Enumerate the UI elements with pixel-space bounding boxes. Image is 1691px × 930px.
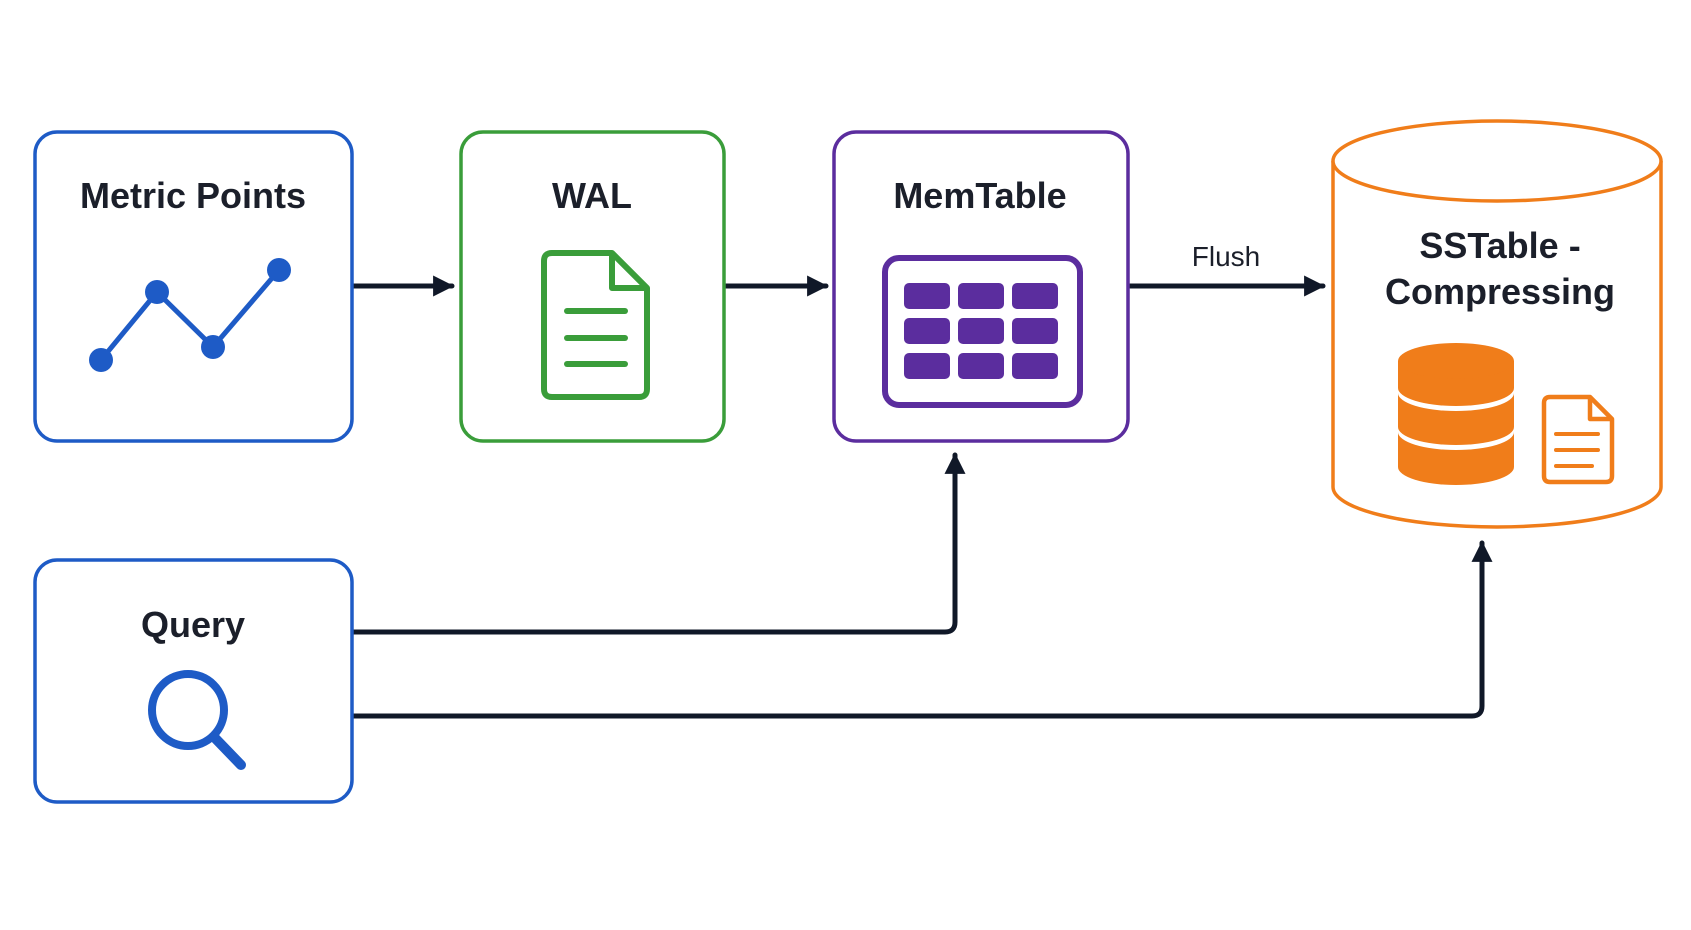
wal-title: WAL — [552, 175, 632, 216]
edge-label-flush: Flush — [1192, 241, 1260, 272]
query-box — [33, 558, 354, 804]
search-icon — [148, 670, 246, 770]
sstable-title-line2: Compressing — [1385, 271, 1615, 312]
document-icon — [541, 250, 650, 400]
memtable-title: MemTable — [893, 175, 1066, 216]
node-query: Query — [33, 558, 354, 804]
line-chart-icon — [89, 258, 291, 372]
node-memtable: MemTable — [832, 130, 1130, 443]
node-sstable: SSTable - Compressing — [1331, 119, 1663, 529]
edge-query-to-sstable — [350, 540, 1493, 719]
sstable-title-line1: SSTable - — [1419, 225, 1580, 266]
node-wal: WAL — [459, 130, 726, 443]
metric-points-title: Metric Points — [80, 175, 306, 216]
database-icon — [1398, 343, 1514, 485]
edge-query-to-memtable — [350, 452, 966, 635]
table-grid-icon — [882, 255, 1083, 408]
sstable-cylinder-top — [1331, 119, 1663, 203]
edges — [350, 275, 1493, 719]
wal-box — [459, 130, 726, 443]
node-metric-points: Metric Points — [33, 130, 354, 443]
sstable-document-icon — [1541, 394, 1615, 485]
metric-points-box — [33, 130, 354, 443]
query-title: Query — [141, 604, 245, 645]
